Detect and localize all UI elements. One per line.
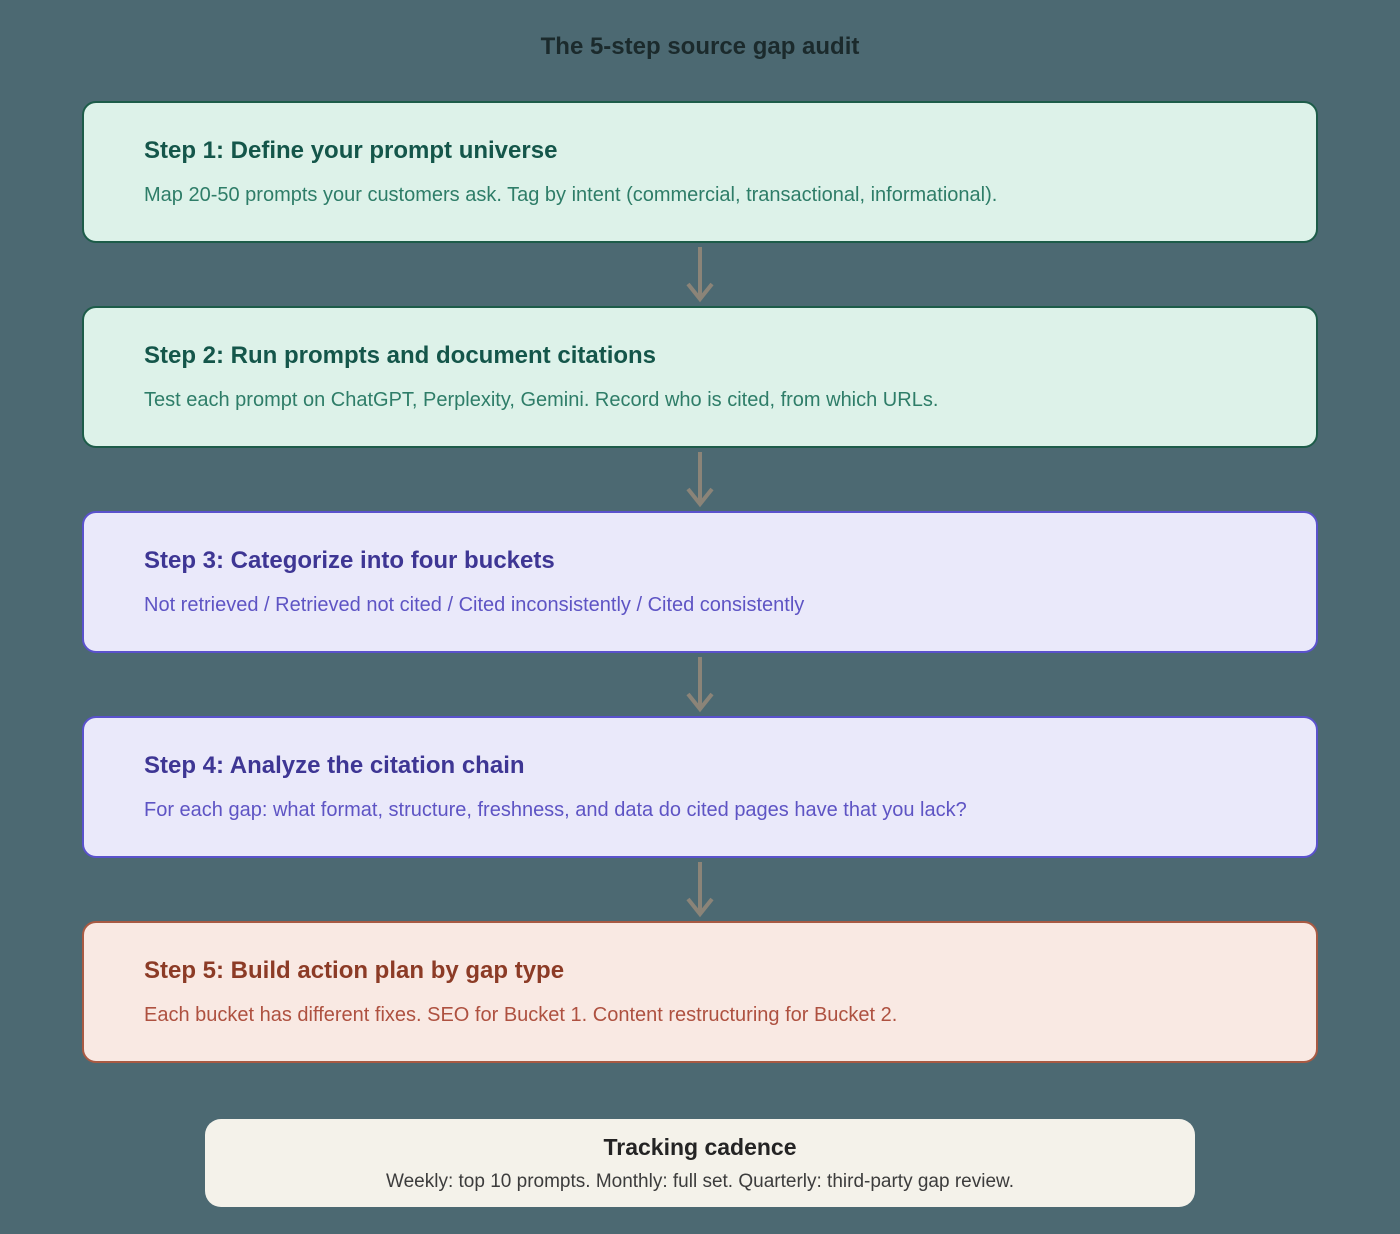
step-4-heading: Step 4: Analyze the citation chain	[144, 752, 525, 779]
step-card-3: Step 3: Categorize into four buckets Not…	[82, 511, 1318, 653]
flow-connector-2	[82, 448, 1318, 511]
step-5-heading: Step 5: Build action plan by gap type	[144, 957, 565, 984]
step-card-2: Step 2: Run prompts and document citatio…	[82, 306, 1318, 448]
tracking-cadence-heading: Tracking cadence	[603, 1133, 797, 1160]
arrow-down-icon	[686, 246, 714, 302]
step-3-heading: Step 3: Categorize into four buckets	[144, 547, 555, 574]
arrow-down-icon	[686, 861, 714, 917]
flow-diagram: Step 1: Define your prompt universe Map …	[82, 101, 1318, 1063]
step-2-description: Test each prompt on ChatGPT, Perplexity,…	[144, 389, 939, 411]
step-1-heading: Step 1: Define your prompt universe	[144, 137, 558, 164]
flow-connector-4	[82, 858, 1318, 921]
step-5-description: Each bucket has different fixes. SEO for…	[144, 1004, 898, 1026]
step-1-description: Map 20-50 prompts your customers ask. Ta…	[144, 184, 998, 206]
arrow-down-icon	[686, 656, 714, 712]
arrow-down-icon	[686, 451, 714, 507]
tracking-cadence-description: Weekly: top 10 prompts. Monthly: full se…	[386, 1170, 1014, 1192]
tracking-cadence-card: Tracking cadence Weekly: top 10 prompts.…	[205, 1119, 1195, 1207]
page-title: The 5-step source gap audit	[540, 33, 860, 60]
flow-connector-3	[82, 653, 1318, 716]
step-4-description: For each gap: what format, structure, fr…	[144, 799, 967, 821]
step-card-4: Step 4: Analyze the citation chain For e…	[82, 716, 1318, 858]
step-3-description: Not retrieved / Retrieved not cited / Ci…	[144, 594, 805, 616]
step-2-heading: Step 2: Run prompts and document citatio…	[144, 342, 657, 369]
step-card-1: Step 1: Define your prompt universe Map …	[82, 101, 1318, 243]
step-card-5: Step 5: Build action plan by gap type Ea…	[82, 921, 1318, 1063]
flow-connector-1	[82, 243, 1318, 306]
